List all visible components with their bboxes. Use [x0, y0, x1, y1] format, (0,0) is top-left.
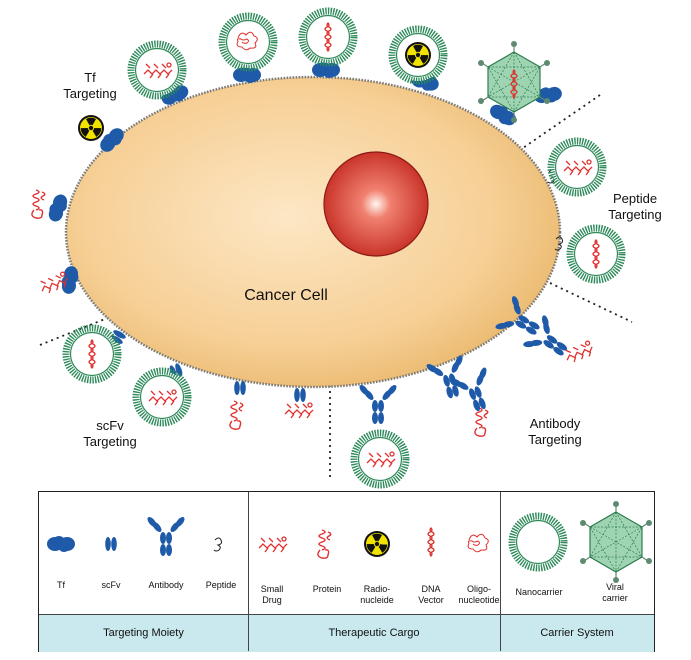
legend-label-peptide: Peptide	[205, 580, 237, 590]
radionuclide-icon	[364, 531, 390, 557]
viral-carrier-icon	[579, 500, 653, 584]
oligonucleotide-icon	[467, 533, 489, 553]
section-therapeutic-cargo: Therapeutic Cargo	[328, 627, 420, 639]
legend-section-band: Targeting Moiety Therapeutic Cargo Carri…	[39, 614, 654, 652]
small-drug-icon	[258, 536, 288, 553]
dna-vector-icon	[427, 527, 435, 557]
peptide-icon	[213, 537, 223, 552]
scfv-targeting-label: scFv Targeting	[70, 418, 150, 450]
nanocarrier-icon	[512, 516, 564, 568]
cancer-cell-label: Cancer Cell	[244, 287, 328, 304]
legend-label-protein: Protein	[312, 584, 342, 594]
legend-divider-2	[500, 492, 501, 651]
cancer-cell-body	[64, 75, 562, 389]
sector-divider-lines	[39, 94, 633, 478]
legend-label-oligonucleotide: Oligo-nucleotide	[458, 584, 500, 605]
antibody-targeting-label-line2: Targeting	[528, 432, 582, 447]
antibody-icon	[145, 515, 187, 556]
scfv-targeting-label-line2: Targeting	[83, 434, 137, 449]
cancer-cell-nucleus	[323, 151, 429, 257]
tf-targeting-label: Tf Targeting	[55, 70, 125, 102]
antibody-targeting-label-line1: Antibody	[529, 416, 581, 431]
tf-targeting-label-line2: Targeting	[63, 86, 117, 101]
peptide-targeting-label-line2: Targeting	[608, 207, 662, 222]
scfv-targeting-label-line1: scFv	[96, 418, 124, 433]
legend-divider-1	[248, 492, 249, 651]
legend-label-scfv: scFv	[101, 580, 121, 590]
legend-label-nanocarrier: Nanocarrier	[515, 587, 563, 597]
peptide-targeting-label-line1: Peptide	[612, 191, 658, 206]
protein-icon	[317, 529, 332, 559]
section-targeting-moiety: Targeting Moiety	[103, 627, 184, 639]
tf-targeting-label-line1: Tf	[84, 70, 96, 85]
scfv-icon	[105, 537, 117, 551]
tf-icon	[47, 536, 75, 552]
antibody-targeting-label: Antibody Targeting	[515, 416, 595, 448]
peptide-targeting-label: Peptide Targeting	[595, 191, 675, 223]
legend-label-antibody: Antibody	[148, 580, 184, 590]
legend-label-radionuclide: Radio-nucleide	[360, 584, 394, 605]
legend-label-tf: Tf	[57, 580, 65, 590]
section-carrier-system: Carrier System	[540, 627, 614, 639]
